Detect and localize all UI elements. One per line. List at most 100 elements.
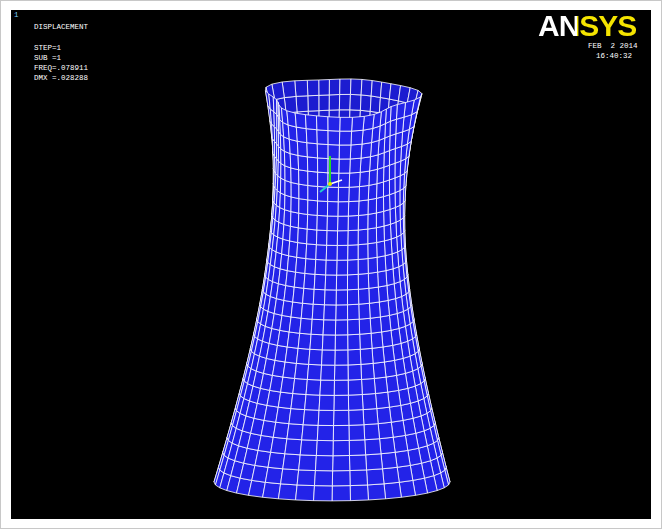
shell-element bbox=[386, 269, 394, 286]
shell-element bbox=[332, 486, 350, 501]
shell-element bbox=[349, 455, 366, 471]
shell-element bbox=[335, 350, 348, 365]
shell-element bbox=[298, 333, 311, 349]
shell-element bbox=[287, 256, 296, 272]
shell-element bbox=[285, 180, 291, 197]
shell-element bbox=[317, 144, 328, 159]
shell-element bbox=[377, 256, 386, 272]
shell-element bbox=[373, 362, 386, 378]
shell-element bbox=[390, 134, 396, 151]
shell-element bbox=[322, 350, 336, 365]
shell-element bbox=[316, 230, 327, 245]
shell-element bbox=[315, 259, 326, 274]
shell-element bbox=[308, 95, 319, 111]
shell-element bbox=[291, 197, 299, 213]
shell-element bbox=[361, 79, 372, 96]
shell-element bbox=[377, 167, 384, 184]
shell-element bbox=[348, 215, 358, 230]
shell-element bbox=[325, 245, 336, 260]
shell-element bbox=[338, 187, 349, 201]
shell-element bbox=[300, 318, 313, 334]
shell-element bbox=[293, 287, 304, 303]
shell-element bbox=[305, 395, 320, 411]
shell-element bbox=[348, 319, 360, 335]
shell-element bbox=[308, 171, 318, 187]
shell-element bbox=[321, 365, 335, 380]
shell-element bbox=[336, 305, 348, 320]
shell-element bbox=[316, 440, 333, 455]
shell-element bbox=[369, 169, 378, 185]
shell-element bbox=[289, 409, 305, 425]
shell-element bbox=[285, 195, 292, 212]
shell-element bbox=[317, 425, 333, 440]
shell-element bbox=[368, 198, 377, 214]
window-number: 1 bbox=[14, 12, 19, 20]
shell-element bbox=[307, 364, 321, 380]
shell-element bbox=[265, 467, 282, 484]
shell-element bbox=[359, 318, 371, 334]
shell-element bbox=[338, 202, 349, 217]
frequency-info: FREQ=.078911 bbox=[34, 65, 88, 73]
shell-element bbox=[338, 216, 349, 231]
shell-element bbox=[289, 241, 298, 257]
shell-element bbox=[375, 392, 389, 408]
shell-element bbox=[368, 484, 386, 500]
shell-element bbox=[278, 484, 297, 500]
shell-element bbox=[370, 317, 381, 333]
shell-element bbox=[362, 128, 373, 144]
shell-element bbox=[299, 184, 308, 200]
shell-element bbox=[271, 437, 287, 454]
shell-element bbox=[312, 304, 324, 320]
shell-element bbox=[378, 271, 387, 287]
shell-element bbox=[384, 224, 391, 241]
shell-element bbox=[280, 178, 285, 195]
shell-element bbox=[284, 210, 291, 227]
shell-element bbox=[393, 435, 408, 452]
shell-element bbox=[360, 333, 372, 349]
shell-element bbox=[324, 290, 336, 305]
shell-element bbox=[386, 375, 399, 392]
shell-element bbox=[305, 259, 316, 275]
shell-element bbox=[348, 230, 359, 245]
shell-element bbox=[336, 275, 347, 290]
shell-element bbox=[395, 450, 410, 467]
shell-element bbox=[361, 363, 374, 379]
shell-element bbox=[295, 80, 308, 96]
shell-element bbox=[283, 224, 291, 241]
shell-element bbox=[296, 257, 306, 273]
shell-element bbox=[303, 288, 315, 304]
shell-element bbox=[379, 300, 389, 317]
shell-element bbox=[316, 245, 327, 260]
shell-element bbox=[384, 239, 392, 256]
shell-element bbox=[367, 469, 384, 485]
shell-element bbox=[310, 334, 323, 350]
shell-element bbox=[298, 155, 308, 171]
shell-element bbox=[400, 188, 404, 205]
shell-element bbox=[334, 380, 348, 395]
shell-element bbox=[395, 146, 402, 163]
shell-element bbox=[290, 212, 298, 228]
shell-element bbox=[317, 130, 328, 145]
shell-element bbox=[370, 96, 380, 113]
shell-element bbox=[374, 377, 387, 393]
shell-element bbox=[396, 117, 404, 134]
shell-element bbox=[302, 425, 318, 441]
shell-element bbox=[361, 143, 372, 159]
shell-element bbox=[348, 379, 362, 395]
shell-element bbox=[368, 272, 378, 288]
shell-element bbox=[371, 81, 382, 98]
shell-element bbox=[324, 259, 336, 274]
shell-element bbox=[336, 245, 347, 260]
shell-element bbox=[351, 130, 363, 145]
shell-element bbox=[337, 260, 348, 275]
shell-element bbox=[308, 171, 318, 186]
shell-element bbox=[336, 290, 348, 305]
shell-element bbox=[305, 115, 317, 130]
shell-element bbox=[348, 215, 358, 230]
shell-element bbox=[290, 154, 298, 170]
shell-element bbox=[300, 440, 317, 456]
shell-element bbox=[388, 390, 401, 407]
shell-element bbox=[391, 420, 405, 437]
